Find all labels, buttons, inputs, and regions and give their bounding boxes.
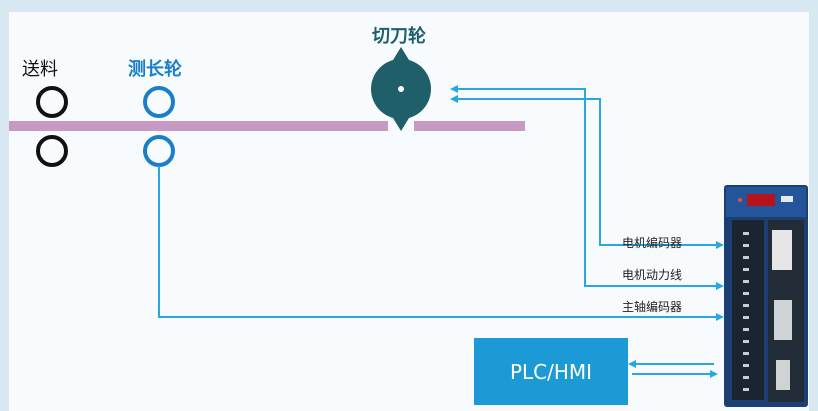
arrow-cutter-encoder bbox=[450, 95, 458, 103]
arrow-cutter-power bbox=[450, 85, 458, 93]
motor-power-line bbox=[455, 88, 718, 287]
material-strip-left bbox=[9, 121, 388, 131]
arrowheads bbox=[450, 85, 724, 378]
cutter-wheel bbox=[371, 47, 431, 131]
spindle-encoder-line bbox=[158, 166, 718, 318]
drive-display bbox=[747, 194, 775, 206]
servo-drive bbox=[724, 185, 808, 407]
feed-roller-bottom bbox=[36, 135, 68, 167]
motor-encoder-label: 电机编码器 bbox=[622, 236, 683, 250]
signal-lines bbox=[158, 88, 718, 375]
spindle-encoder-label: 主轴编码器 bbox=[622, 300, 683, 314]
measuring-wheel-top bbox=[143, 86, 175, 118]
arrow-drive-encoder bbox=[716, 241, 724, 249]
feed-roller-top bbox=[36, 86, 68, 118]
measuring-wheel-bottom bbox=[143, 135, 175, 167]
plc-hmi-label: PLC/HMI bbox=[509, 359, 593, 384]
arrow-plc-in bbox=[628, 360, 636, 368]
plc-hmi-box: PLC/HMI bbox=[474, 338, 628, 405]
motor-encoder-line bbox=[455, 98, 718, 246]
motor-power-cable-label: 电机动力线 bbox=[622, 268, 683, 282]
arrow-plc-out bbox=[710, 370, 718, 378]
arrow-drive-spindle bbox=[716, 313, 724, 321]
measuring-wheel-label: 测长轮 bbox=[128, 59, 182, 80]
cutter-wheel-label: 切刀轮 bbox=[372, 26, 426, 47]
feed-label: 送料 bbox=[22, 59, 58, 80]
material-strip-right bbox=[414, 121, 525, 131]
arrow-drive-power bbox=[716, 282, 724, 290]
